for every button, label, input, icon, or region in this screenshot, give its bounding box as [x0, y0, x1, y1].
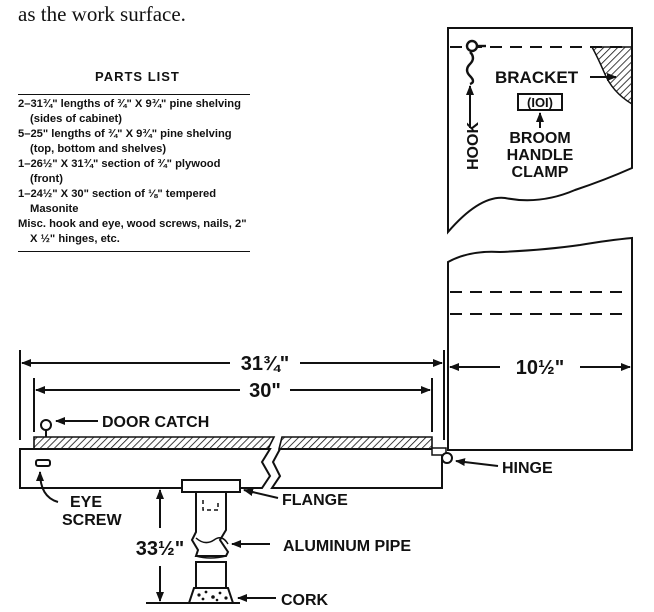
eye-screw-arrow: [36, 471, 59, 503]
parts-list-item: 1–24½" X 30" section of ⅛" tempered Maso…: [18, 188, 217, 215]
masonite-top-left: [33, 436, 276, 450]
pipe-break-line: [195, 555, 227, 559]
flange-stub-hidden-line: [202, 500, 219, 511]
parts-list-item: 1–26½" X 31¾" section of ¾" plywood (fro…: [18, 158, 221, 185]
flange-label: FLANGE: [282, 492, 348, 509]
hook-icon: [465, 39, 486, 86]
broom-label-line2: HANDLE: [507, 147, 574, 164]
dimension-inner-label: 30": [249, 380, 281, 402]
pipe-break-line: [195, 537, 229, 545]
aluminum-pipe: [190, 491, 230, 589]
broom-label-line1: BROOM: [509, 130, 570, 147]
hook-label: HOOK: [465, 122, 482, 170]
cork-texture: [197, 590, 228, 602]
bracket-label: BRACKET: [495, 68, 579, 87]
parts-list: 2–31¾" lengths of ¾" X 9¾" pine shelving…: [18, 94, 250, 252]
hinge-arrow: [455, 458, 499, 467]
eye-screw-icon: [35, 459, 51, 467]
eye-screw-label-line1: EYE: [70, 494, 102, 511]
flange-arrow: [243, 488, 279, 499]
dimension-height-label: 33½": [136, 538, 184, 560]
plywood-board-left: [19, 448, 272, 489]
cabinet-side-panel: [447, 27, 633, 451]
masonite-top-right: [277, 436, 433, 450]
hinge-icon: [431, 447, 453, 464]
parts-list-title: PARTS LIST: [95, 69, 180, 84]
broom-clamp-icon: [517, 93, 563, 111]
door-catch-icon: [40, 419, 52, 437]
broom-clamp-symbol: (IOI): [527, 95, 553, 110]
cork-label: CORK: [281, 592, 329, 609]
cork-icon: [187, 587, 235, 604]
pipe-label: ALUMINUM PIPE: [283, 538, 411, 555]
door-catch-label: DOOR CATCH: [102, 414, 209, 431]
parts-list-item: 5–25" lengths of ¾" X 9¾" pine shelving …: [18, 128, 232, 155]
parts-list-item: 2–31¾" lengths of ¾" X 9¾" pine shelving…: [18, 98, 241, 125]
parts-list-item: Misc. hook and eye, wood screws, nails, …: [18, 218, 247, 245]
dimension-depth-label: 10½": [516, 357, 564, 379]
flange-icon: [181, 479, 241, 493]
hinge-label: HINGE: [502, 460, 553, 477]
dimension-overall-label: 31¾": [241, 353, 289, 375]
eye-screw-label-line2: SCREW: [62, 512, 122, 529]
broom-label-line3: CLAMP: [512, 164, 569, 181]
intro-text: as the work surface.: [18, 2, 186, 26]
plywood-board-right: [270, 448, 443, 489]
